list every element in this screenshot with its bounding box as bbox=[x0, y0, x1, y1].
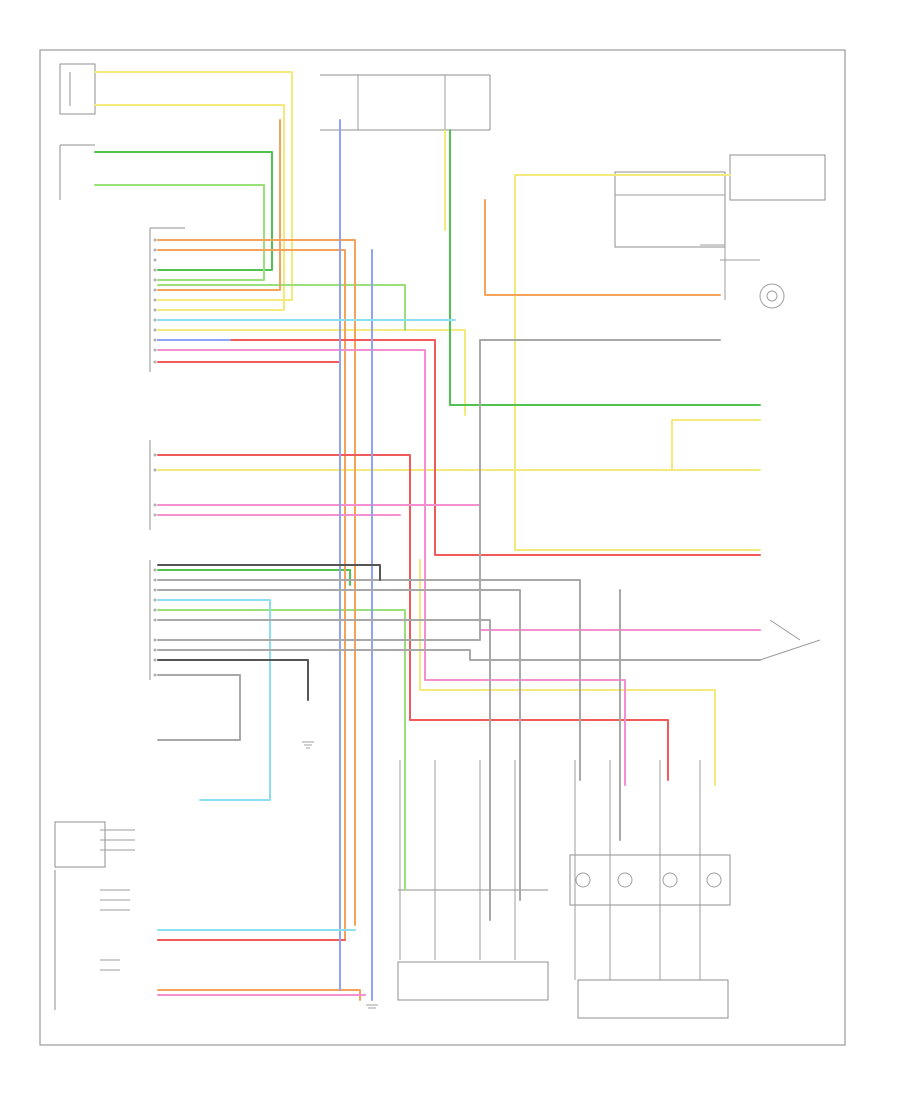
wire-pink-1 bbox=[157, 349, 626, 786]
wire-green-6 bbox=[157, 609, 406, 891]
wire-gray-4 bbox=[157, 589, 521, 901]
wire-orange-5 bbox=[157, 989, 361, 1001]
wire-light-blue-1 bbox=[157, 599, 271, 801]
wire-yellow-3 bbox=[157, 329, 466, 416]
diagram-frame bbox=[39, 49, 846, 1046]
wire-yellow-8 bbox=[419, 559, 716, 786]
ground-symbol-left bbox=[302, 741, 314, 749]
left-lower-module-box bbox=[54, 821, 106, 1010]
seat-belt-switch-lower bbox=[59, 144, 95, 200]
seat-belt-switch-top bbox=[59, 63, 96, 115]
wire-green-5 bbox=[157, 284, 406, 331]
wire-yellow-2 bbox=[94, 104, 285, 311]
restraint-control-module-connector-1 bbox=[149, 227, 185, 372]
passenger-airbag-module-box bbox=[397, 889, 549, 1001]
ground-symbol-bottom bbox=[366, 1004, 378, 1009]
wire-dark-2 bbox=[157, 564, 381, 581]
wire-orange-4 bbox=[484, 199, 721, 296]
wire-orange-3 bbox=[157, 119, 281, 291]
wire-gray-7 bbox=[157, 674, 241, 741]
wire-yellow-9 bbox=[671, 419, 761, 471]
fuse-junction-box-top bbox=[320, 74, 491, 131]
wire-green-2 bbox=[449, 129, 761, 406]
driver-airbag-module bbox=[759, 283, 785, 309]
wiring-harness bbox=[94, 71, 821, 1001]
clockspring-box bbox=[614, 154, 826, 248]
wire-orange-2 bbox=[157, 249, 346, 941]
wire-pink-2 bbox=[157, 504, 761, 631]
connector-pins bbox=[153, 238, 157, 677]
wire-gray-1 bbox=[157, 649, 761, 661]
wire-green-1 bbox=[94, 151, 273, 271]
wire-red-1 bbox=[157, 339, 761, 556]
wire-gray-2 bbox=[157, 339, 721, 641]
wire-gray-3 bbox=[157, 619, 491, 921]
wire-yellow-1 bbox=[94, 71, 293, 301]
side-airbag-modules-box bbox=[569, 854, 731, 1019]
wire-orange-1 bbox=[157, 239, 356, 926]
wire-dark-1 bbox=[157, 659, 309, 701]
wire-red-2 bbox=[157, 454, 669, 781]
wire-green-3 bbox=[157, 569, 351, 586]
wire-green-4 bbox=[94, 184, 265, 281]
wire-gray-5 bbox=[157, 579, 581, 781]
wire-yellow-5 bbox=[514, 174, 761, 551]
